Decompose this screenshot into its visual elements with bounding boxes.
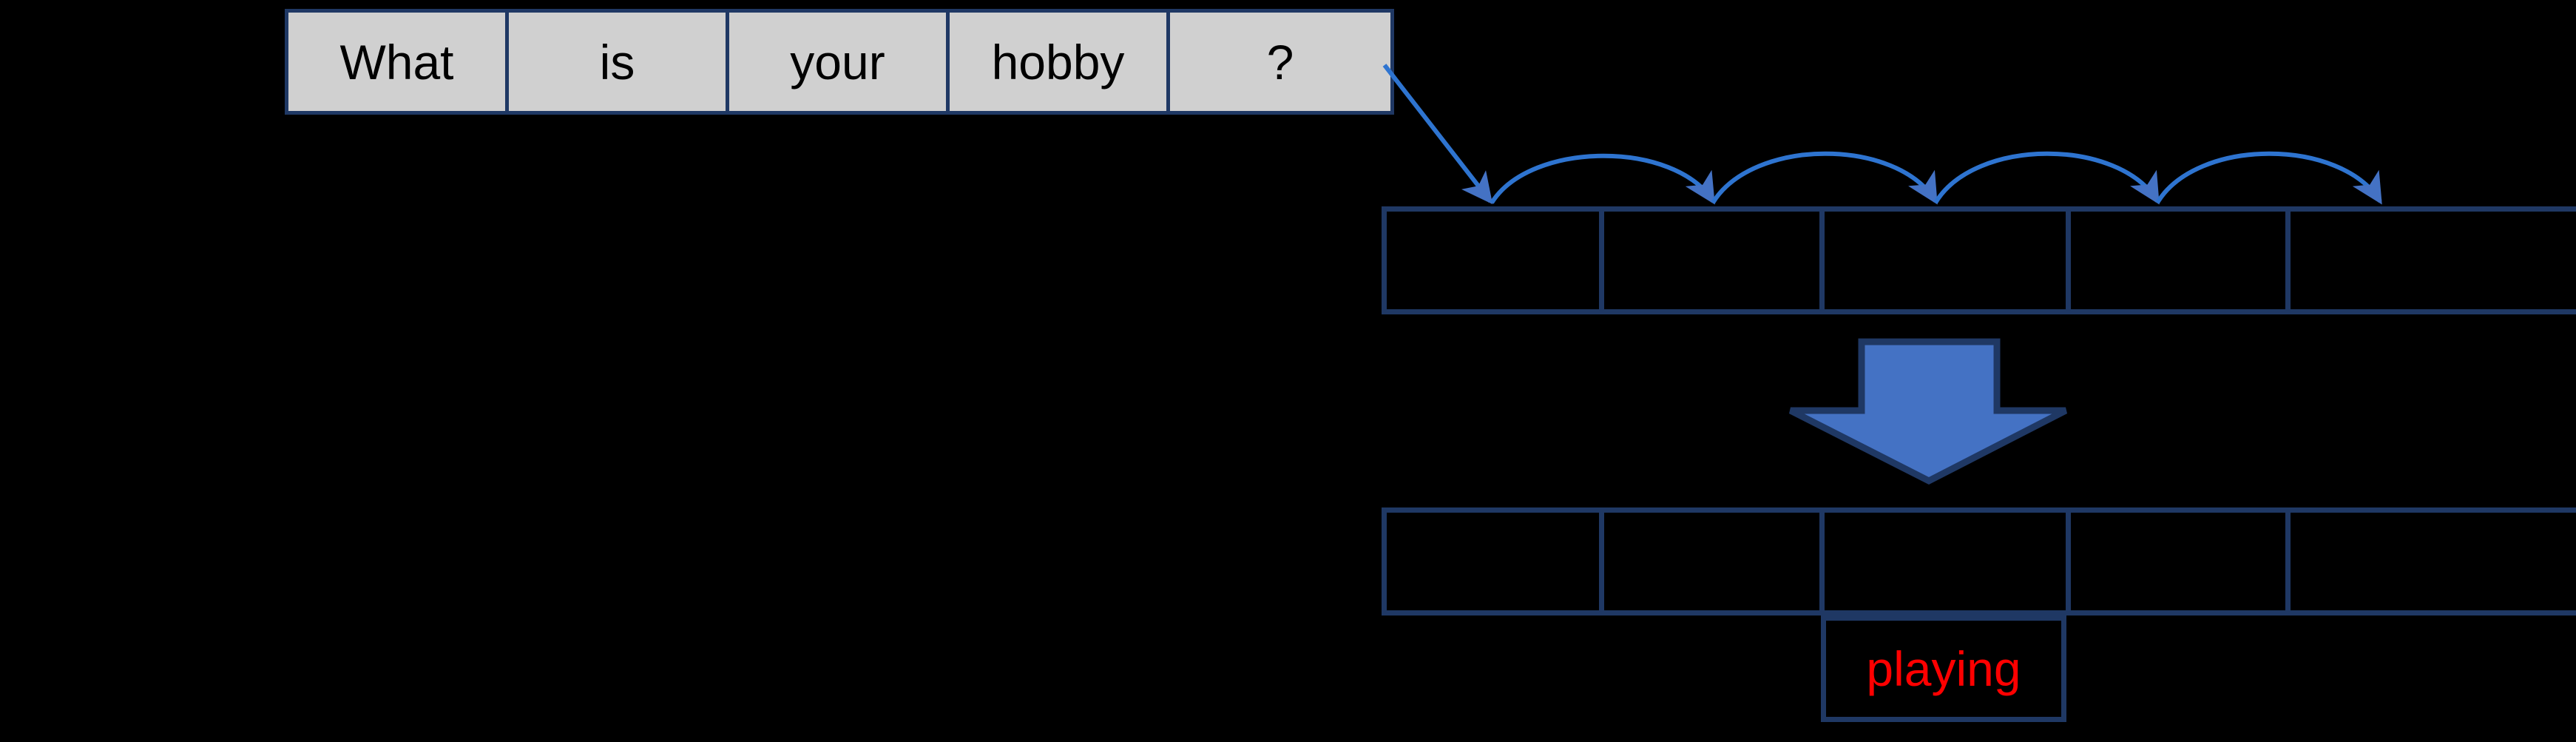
decoder-state-cell[interactable]	[1825, 513, 2071, 610]
encoder-state-cell[interactable]	[1825, 212, 2071, 309]
encoder-state-cell[interactable]	[2291, 212, 2571, 309]
hop-arrow-icon	[1490, 153, 1715, 205]
decoder-state-cell[interactable]	[2071, 513, 2291, 610]
input-token-label: What	[339, 34, 454, 90]
input-token-cell[interactable]: ?	[1170, 13, 1390, 111]
decoder-state-row	[1382, 507, 2576, 615]
input-token-cell[interactable]: hobby	[950, 13, 1170, 111]
hop-arrow-icon	[2155, 151, 2382, 205]
input-token-label: ?	[1266, 34, 1294, 90]
encoder-state-cell[interactable]	[2071, 212, 2291, 309]
input-token-label: your	[790, 34, 885, 90]
input-token-label: is	[599, 34, 635, 90]
output-word-cell[interactable]: playing	[1821, 615, 2066, 722]
encoder-state-cell[interactable]	[1387, 212, 1604, 309]
input-token-label: hobby	[991, 34, 1125, 90]
input-token-cell[interactable]: your	[729, 13, 950, 111]
feed-arrow-icon	[1382, 64, 1493, 205]
transform-down-arrow-icon	[1788, 338, 2068, 485]
input-token-row: What is your hobby ?	[285, 9, 1394, 115]
decoder-state-cell[interactable]	[1387, 513, 1604, 610]
input-token-cell[interactable]: is	[509, 13, 729, 111]
decoder-state-cell[interactable]	[1604, 513, 1825, 610]
decoder-state-cell[interactable]	[2291, 513, 2571, 610]
output-word-label: playing	[1866, 641, 2021, 696]
encoder-state-cell[interactable]	[1604, 212, 1825, 309]
hop-arrow-icon	[1933, 151, 2160, 205]
encoder-state-row	[1382, 206, 2576, 314]
input-token-cell[interactable]: What	[288, 13, 509, 111]
hop-arrow-icon	[1711, 151, 1938, 205]
